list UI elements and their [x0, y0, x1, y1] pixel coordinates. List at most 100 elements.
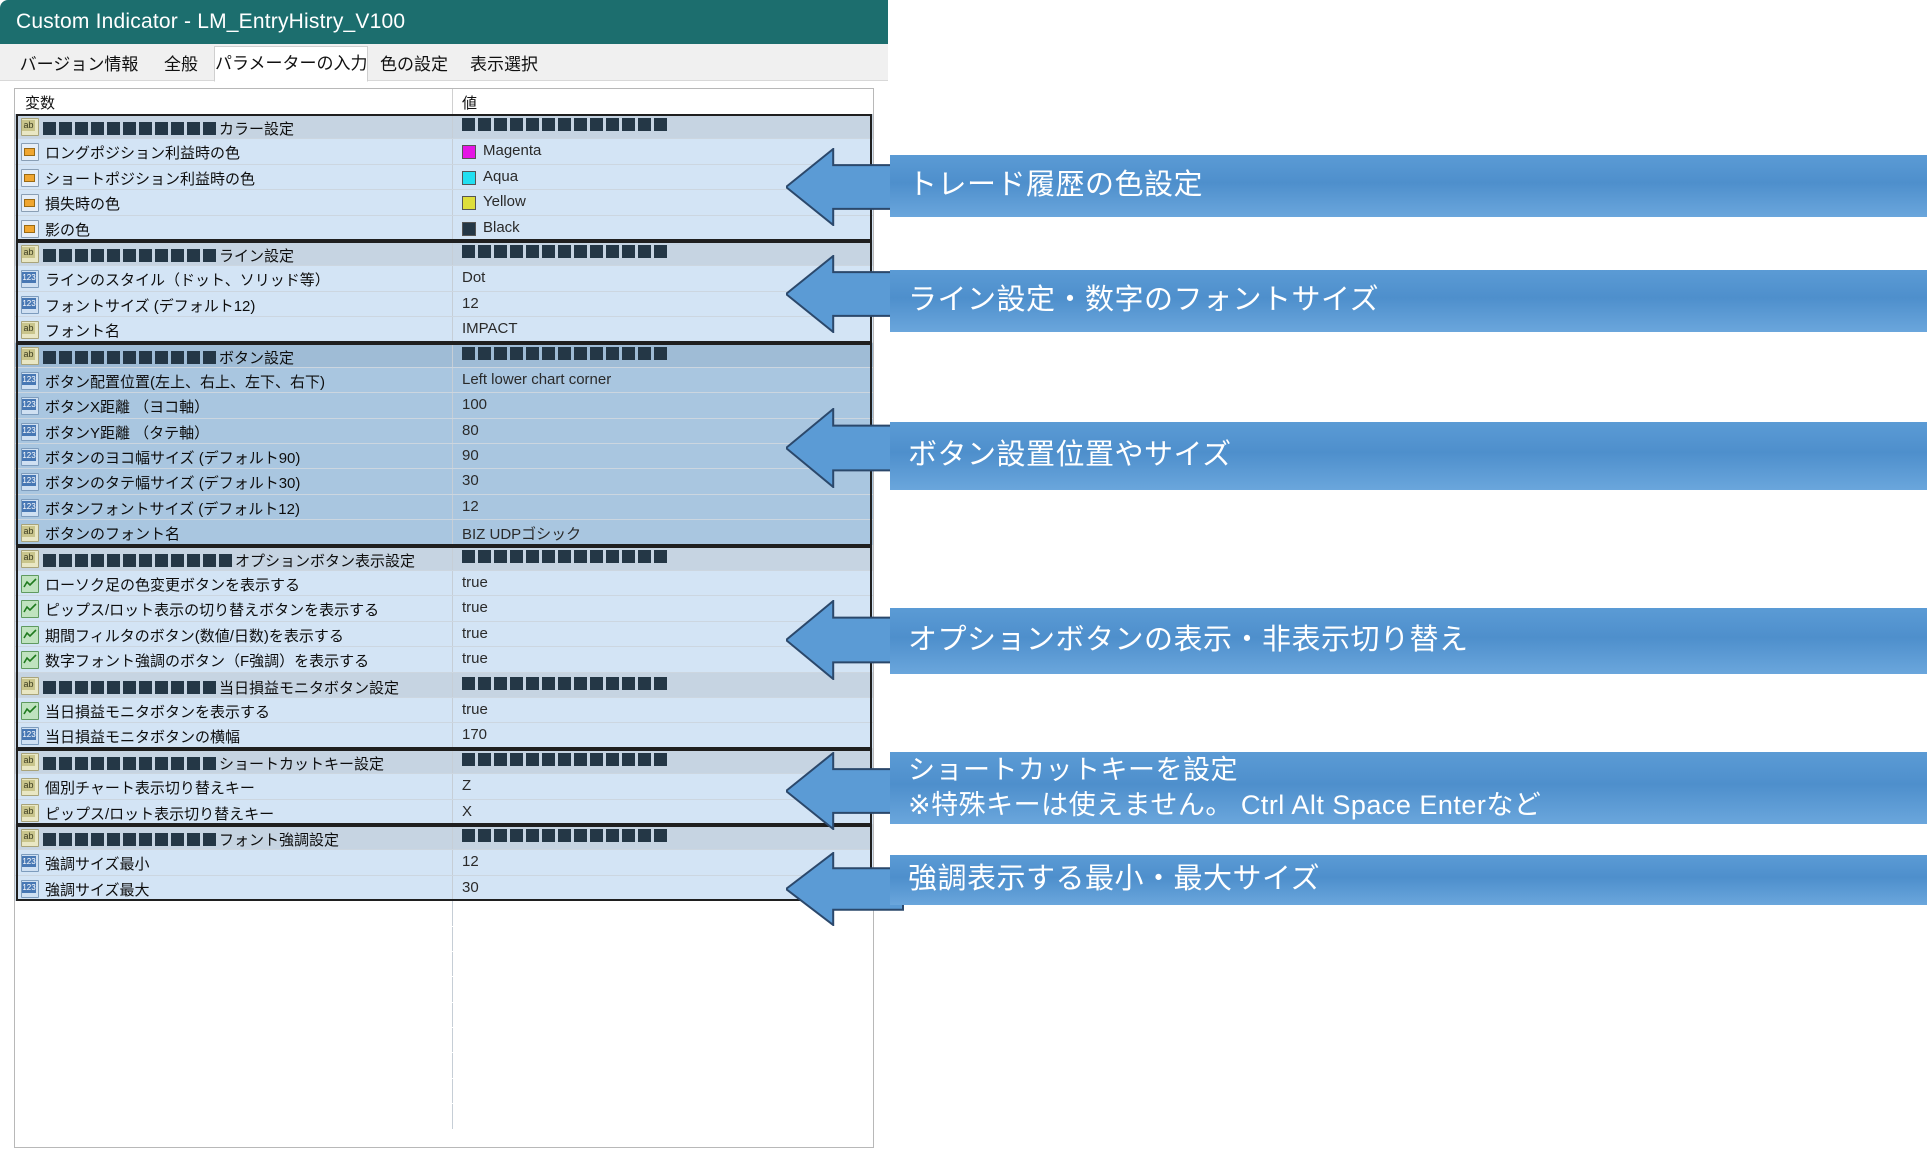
- value-cell[interactable]: Magenta: [453, 139, 873, 164]
- variable-cell[interactable]: 数字フォント強調のボタン（F強調）を表示する: [15, 647, 452, 671]
- tab-1[interactable]: 全般: [150, 50, 212, 80]
- table-row-empty: [15, 1028, 873, 1054]
- variable-cell[interactable]: 損失時の色: [15, 190, 452, 214]
- column-divider: [452, 367, 453, 393]
- table-row[interactable]: 当日損益モニタボタンを表示する true: [15, 697, 873, 724]
- variable-cell[interactable]: ピップス/ロット表示の切り替えボタンを表示する: [15, 596, 452, 620]
- variable-label: 損失時の色: [45, 196, 121, 214]
- variable-cell[interactable]: 期間フィルタのボタン(数値/日数)を表示する: [15, 622, 452, 646]
- callout-arrow-left-icon: [784, 598, 904, 682]
- value-cell[interactable]: BIZ UDPゴシック: [453, 520, 873, 545]
- ab-icon: ab: [21, 778, 39, 797]
- variable-cell[interactable]: ショートポジション利益時の色: [15, 165, 452, 189]
- column-divider: [452, 672, 453, 697]
- tab-2[interactable]: パラメーターの入力: [214, 46, 368, 82]
- value-cell[interactable]: [453, 240, 873, 266]
- tab-strip: バージョン情報全般パラメーターの入力色の設定表示選択: [0, 44, 888, 82]
- value-cell[interactable]: [453, 672, 873, 697]
- variable-cell[interactable]: ロングポジション利益時の色: [15, 139, 452, 163]
- value-cell[interactable]: [453, 748, 873, 774]
- value-cell[interactable]: Black: [453, 215, 873, 240]
- tab-3[interactable]: 色の設定: [368, 50, 460, 80]
- value-cell[interactable]: IMPACT: [453, 317, 873, 342]
- value-cell[interactable]: 12: [453, 494, 873, 520]
- table-row-empty: [15, 901, 873, 927]
- value-cell[interactable]: [453, 342, 873, 367]
- chart-icon: [21, 701, 39, 720]
- value-cell[interactable]: Left lower chart corner: [453, 367, 873, 393]
- variable-cell[interactable]: ローソク足の色変更ボタンを表示する: [15, 571, 452, 595]
- value-cell[interactable]: 170: [453, 723, 873, 748]
- value-cell[interactable]: true: [453, 571, 873, 596]
- value-cell[interactable]: [453, 114, 873, 139]
- variable-cell[interactable]: 当日損益モニタボタンを表示する: [15, 698, 452, 722]
- value-cell[interactable]: true: [453, 697, 873, 723]
- tab-4[interactable]: 表示選択: [462, 50, 546, 80]
- color-icon: [21, 194, 39, 213]
- value-cell[interactable]: 30: [453, 469, 873, 494]
- tab-0[interactable]: バージョン情報: [10, 50, 148, 80]
- column-divider: [452, 621, 453, 647]
- value-cell[interactable]: [453, 545, 873, 571]
- value-cell[interactable]: [453, 824, 873, 850]
- variable-cell[interactable]: 影の色: [15, 216, 452, 240]
- value-cell[interactable]: true: [453, 596, 873, 621]
- value-text: true: [462, 700, 488, 718]
- value-cell[interactable]: 100: [453, 393, 873, 418]
- value-cell[interactable]: 12: [453, 850, 873, 875]
